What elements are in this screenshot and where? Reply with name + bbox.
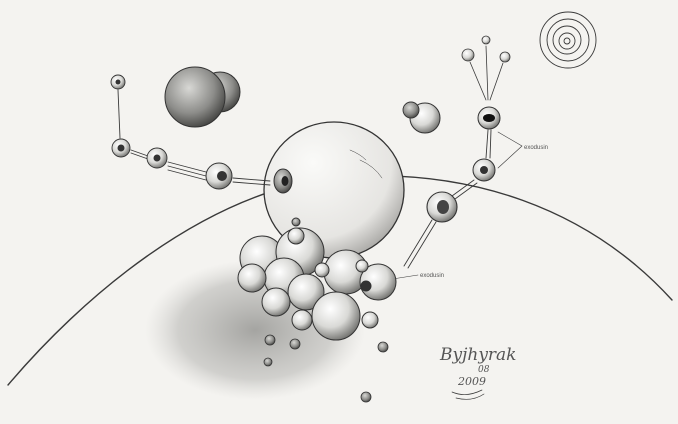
callout-label-right: exodusin [524,145,548,151]
svg-text:2009: 2009 [457,375,486,388]
svg-text:Byjhyrak: Byjhyrak [439,345,516,365]
floating-double-sphere [165,67,240,127]
callout-label-mid: exodusin [420,273,444,279]
floating-small-sphere [403,102,440,133]
right-vesicle-path [404,36,510,268]
artist-signature: Byjhyrak 08 2009 [439,345,516,399]
callout-line-right [498,132,522,168]
svg-text:08: 08 [478,365,490,375]
spiral-sketch [540,12,596,68]
